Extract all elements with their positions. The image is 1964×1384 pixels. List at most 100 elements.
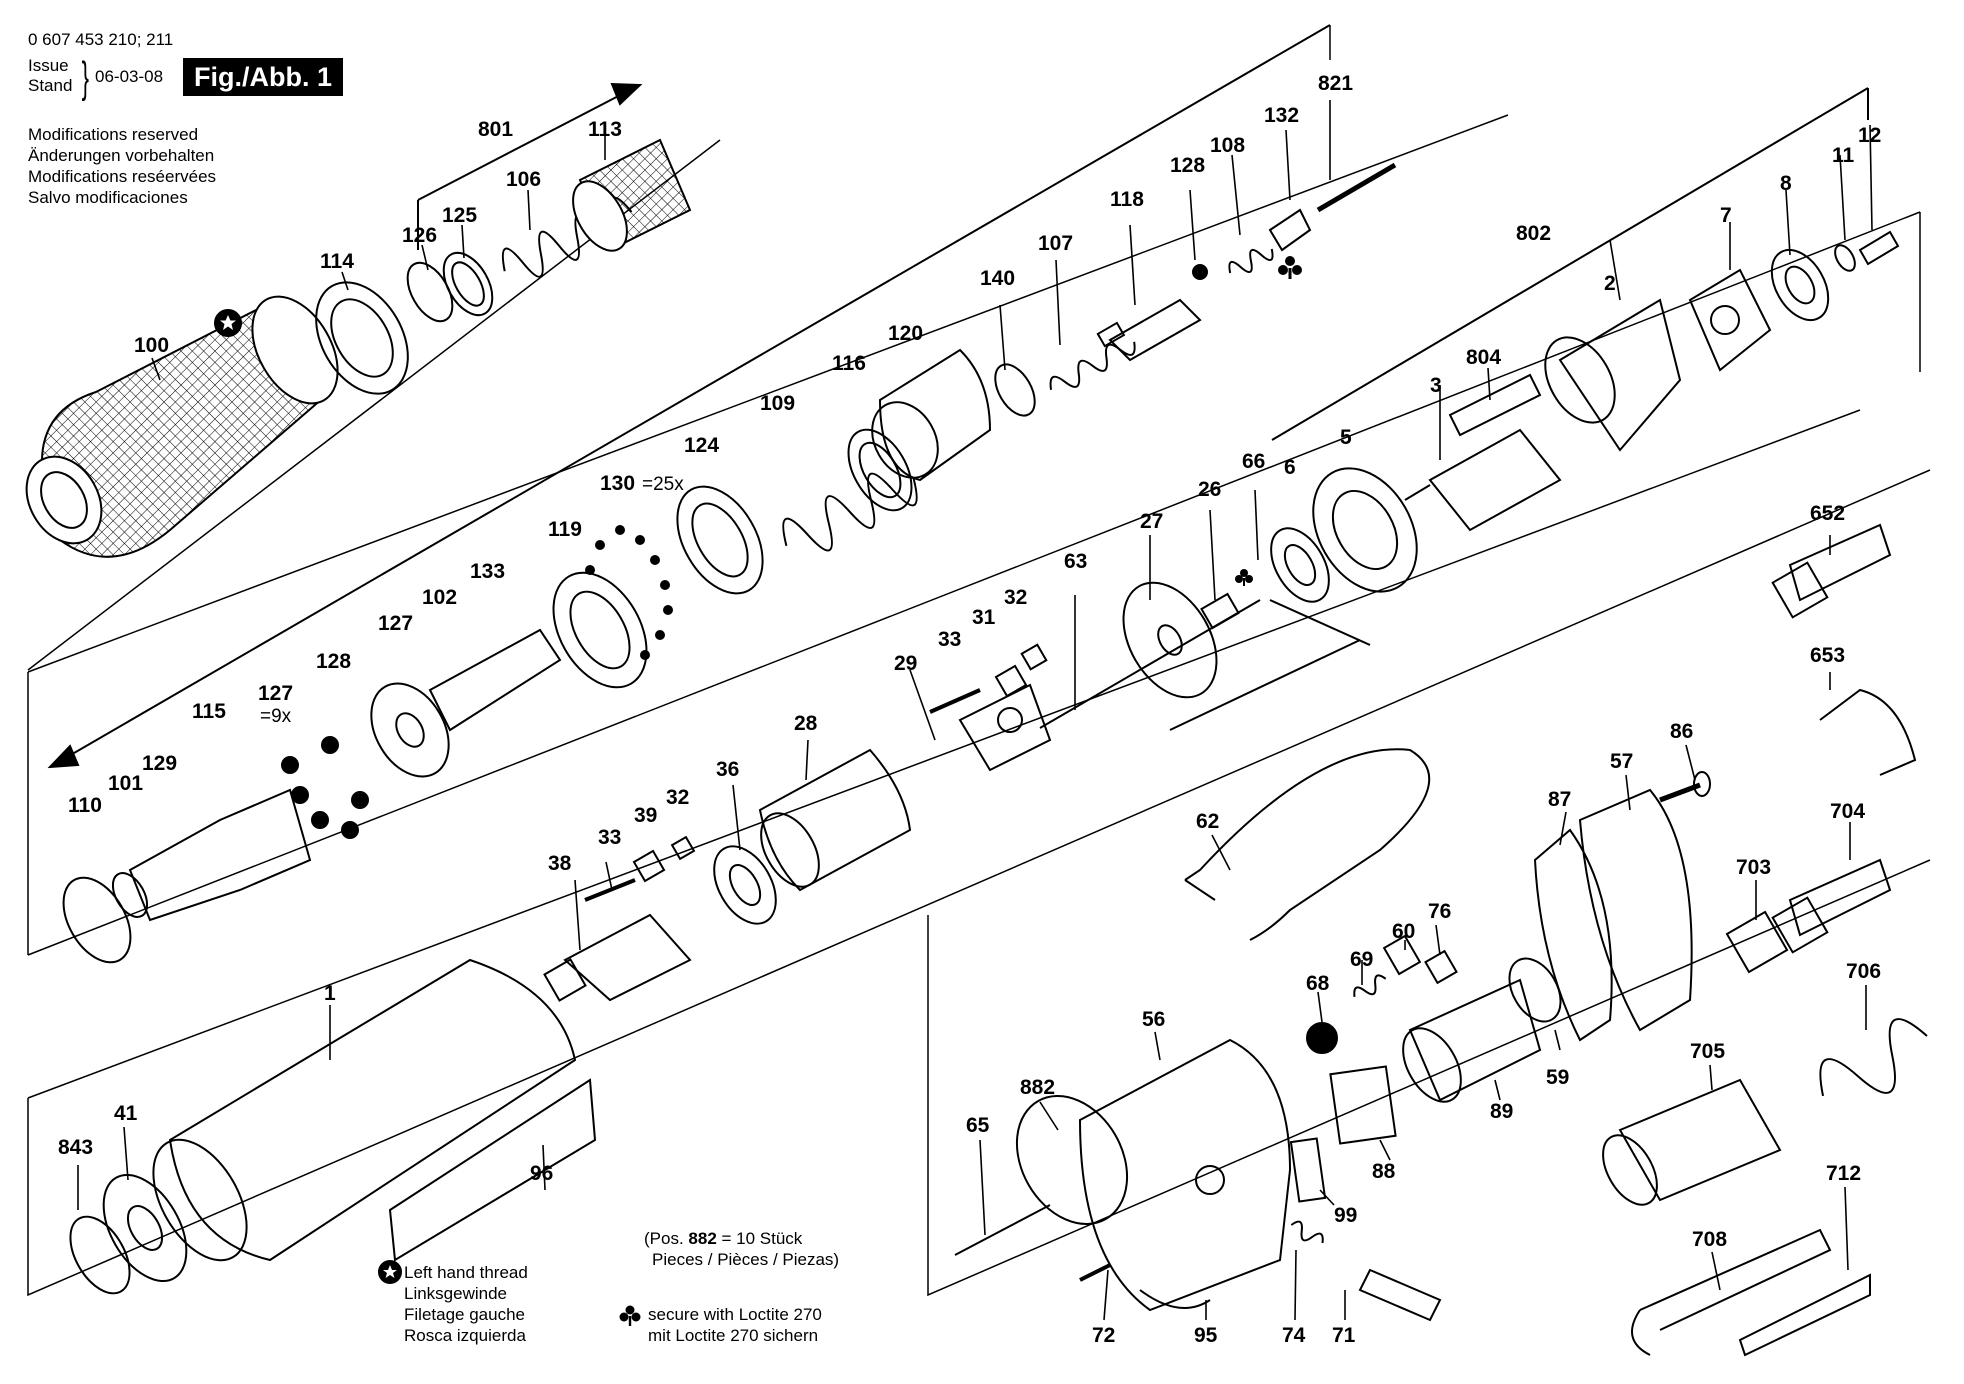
part-706-spring [1819, 1018, 1928, 1097]
part-704-nipple [1771, 858, 1892, 954]
part-label-652: 652 [1810, 502, 1845, 525]
part-29-carrier [958, 683, 1052, 772]
pos-note-line2: Pieces / Pièces / Piezas) [652, 1250, 840, 1269]
part-118-plunger [1096, 298, 1202, 362]
part-1-housing [152, 958, 577, 1262]
part-31-gear [994, 664, 1028, 698]
part-label-882: 882 [1020, 1076, 1055, 1099]
part-label-110: 110 [68, 794, 102, 817]
part-114-ring [315, 281, 409, 395]
part-38-carrier [543, 913, 692, 1002]
part-label-56: 56 [1142, 1008, 1165, 1031]
part-124-ring [676, 485, 764, 595]
loctite-mark-132 [1278, 256, 1302, 279]
part-label-28: 28 [794, 712, 818, 735]
part-label-140: 140 [980, 267, 1015, 290]
part-label-120: 120 [888, 322, 923, 345]
issue-label: Issue [28, 56, 69, 75]
part-label-804: 804 [1466, 346, 1501, 369]
part-label-128-upper: 128 [1170, 154, 1205, 177]
part-703-nut [1725, 910, 1789, 974]
part-label-801-top: 801 [478, 118, 513, 141]
part-57-plate [1578, 788, 1693, 1032]
part-label-129: 129 [142, 752, 177, 775]
part-label-653: 653 [1810, 644, 1845, 667]
part-65-pin [954, 1204, 1051, 1256]
part-5-cylinder [1312, 467, 1418, 593]
part-label-7: 7 [1720, 204, 1732, 227]
qty-127: =9x [260, 706, 292, 727]
left-hand-thread-legend-icon [378, 1260, 402, 1284]
loctite-mark-26 [1235, 569, 1253, 586]
part-2-housing [1544, 298, 1682, 452]
part-label-57: 57 [1610, 750, 1633, 773]
part-72-pin [1079, 1263, 1111, 1282]
legend-line: Rosca izquierda [404, 1326, 526, 1345]
part-33-pin [929, 688, 981, 714]
part-label-118: 118 [1110, 188, 1144, 211]
document-number: 0 607 453 210; 211 [28, 30, 174, 49]
part-label-87: 87 [1548, 788, 1571, 811]
part-705-stem [1602, 1078, 1782, 1206]
part-86-screw [1659, 771, 1711, 803]
part-label-703: 703 [1736, 856, 1771, 879]
part-32-gear [1020, 643, 1048, 671]
position-note: (Pos. 882 = 10 Stück Pieces / Pièces / P… [644, 1228, 839, 1270]
part-132-screw [1268, 208, 1312, 252]
part-130-balls [585, 525, 673, 660]
part-label-821: 821 [1318, 72, 1353, 95]
part-882-oring [1015, 1095, 1129, 1225]
part-label-6: 6 [1284, 456, 1296, 479]
brace-glyph: } [81, 53, 90, 102]
part-label-36: 36 [716, 758, 739, 781]
part-6-bearing [1270, 527, 1330, 603]
part-label-108: 108 [1210, 134, 1245, 157]
part-843-circlip [69, 1215, 131, 1295]
part-label-12: 12 [1858, 124, 1881, 147]
part-label-38: 38 [548, 852, 572, 875]
part-60-filter [1382, 934, 1422, 976]
part-109-spring [782, 472, 918, 552]
part-128-ball [1192, 264, 1208, 280]
part-125-washer [442, 251, 494, 317]
part-label-1: 1 [324, 982, 336, 1005]
part-12-screw [1858, 230, 1900, 266]
part-label-60: 60 [1392, 920, 1415, 943]
loctite-legend: secure with Loctite 270 mit Loctite 270 … [648, 1304, 822, 1346]
part-36-bearing [713, 845, 777, 925]
part-label-116: 116 [832, 352, 866, 375]
part-68-ball [1306, 1022, 1338, 1054]
part-27-plate [1122, 581, 1218, 699]
part-label-76: 76 [1428, 900, 1451, 923]
part-label-8: 8 [1780, 172, 1792, 195]
mod-line-fr: Modifications reséervées [28, 167, 217, 186]
part-label-29: 29 [894, 652, 917, 675]
part-label-32-upper: 32 [1004, 586, 1027, 609]
part-102-spindle [370, 628, 562, 778]
legend-line: Left hand thread [404, 1263, 528, 1282]
legend-line: Filetage gauche [404, 1305, 525, 1324]
pos-note-prefix: (Pos. [644, 1229, 689, 1248]
part-110-ring [62, 876, 132, 964]
part-label-102: 102 [422, 586, 457, 609]
part-59-seat [1508, 957, 1562, 1023]
mod-line-de: Änderungen vorbehalten [28, 146, 215, 165]
part-label-5: 5 [1340, 426, 1352, 449]
part-76-nut [1424, 949, 1458, 985]
part-label-708: 708 [1692, 1228, 1727, 1251]
part-labels: 100 114 126 125 801 106 113 140 107 118 … [58, 72, 1881, 1347]
part-label-69: 69 [1350, 948, 1373, 971]
part-100-knob [25, 295, 339, 558]
part-88-block [1329, 1065, 1397, 1145]
part-label-86: 86 [1670, 720, 1693, 743]
part-label-74: 74 [1282, 1324, 1306, 1347]
part-87-gasket [1533, 828, 1613, 1042]
part-label-11: 11 [1832, 144, 1855, 167]
issue-stand-label: Issue Stand } [28, 56, 89, 100]
part-label-62: 62 [1196, 810, 1219, 833]
part-label-26: 26 [1198, 478, 1221, 501]
part-120-housing [871, 348, 992, 482]
part-label-99: 99 [1334, 1204, 1357, 1227]
part-41-cap [102, 1173, 188, 1283]
part-821-pin [1316, 162, 1397, 213]
